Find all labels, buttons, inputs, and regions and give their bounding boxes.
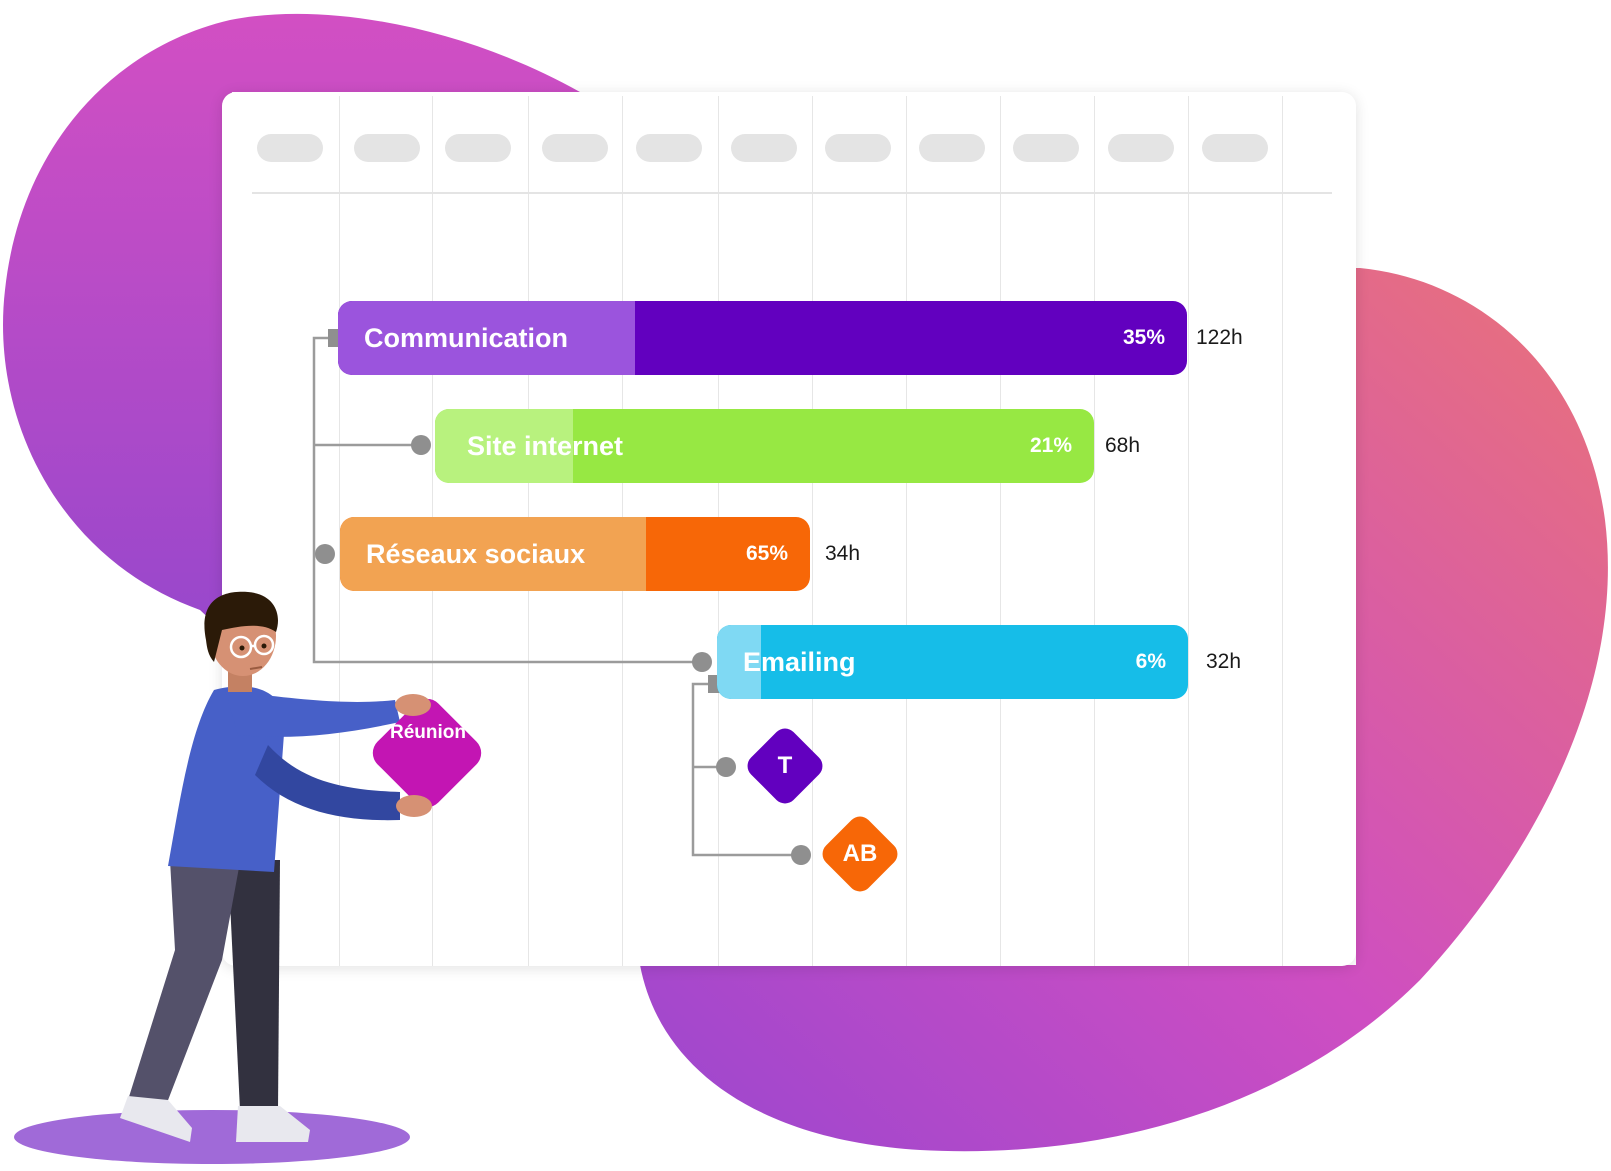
task-bar-reseaux-sociaux[interactable]: Réseaux sociaux 65% (340, 517, 810, 591)
eye (261, 643, 267, 649)
shoe-back (236, 1106, 310, 1142)
leg-front (128, 860, 240, 1108)
task-progress-label: 21% (1029, 434, 1072, 457)
task-progress-fill (340, 517, 646, 591)
column-header-placeholder (731, 134, 797, 162)
task-label: Emailing (743, 647, 856, 677)
column-header-placeholder (257, 134, 323, 162)
task-hours: 34h (825, 542, 861, 565)
shoe-front (120, 1096, 192, 1142)
floor-shadow (14, 1110, 410, 1164)
task-progress-fill (435, 409, 573, 483)
column-header-placeholder (825, 134, 891, 162)
task-hours: 68h (1105, 434, 1141, 457)
hand (396, 795, 432, 817)
grid-line (906, 96, 907, 966)
arm-back (255, 745, 400, 821)
task-progress-label: 6% (1135, 650, 1166, 673)
grid-line (1282, 96, 1283, 966)
task-label: Site internet (467, 431, 624, 461)
blob-left (3, 13, 581, 641)
arm-front (225, 690, 400, 737)
hand (395, 694, 431, 716)
column-header-placeholder (445, 134, 511, 162)
leg-back (228, 860, 280, 1110)
task-progress-label: 65% (745, 542, 788, 565)
column-header-placeholder (1108, 134, 1174, 162)
task-label: Communication (364, 323, 569, 353)
milestone-label: AB (842, 840, 878, 867)
column-header-placeholder (636, 134, 702, 162)
task-progress-fill (338, 301, 635, 375)
eye (239, 645, 245, 651)
column-header-placeholder (1202, 134, 1268, 162)
task-hours: 32h (1206, 650, 1242, 673)
task-bar-communication[interactable]: Communication 35% (338, 301, 1187, 375)
grid-line (1188, 96, 1189, 966)
task-hours: 122h (1196, 326, 1243, 349)
hair (204, 591, 278, 662)
column-header-placeholder (1013, 134, 1079, 162)
reunion-diamond (372, 698, 482, 808)
milestone-label: T (777, 752, 793, 779)
blob-right (640, 268, 1608, 1152)
grid-line (1094, 96, 1095, 966)
task-bar-emailing[interactable]: Emailing 6% (717, 625, 1188, 699)
column-header-placeholder (919, 134, 985, 162)
task-progress-fill (717, 625, 761, 699)
task-progress-label: 35% (1122, 326, 1165, 349)
header-divider (252, 192, 1332, 194)
grid-line (812, 96, 813, 966)
column-header-placeholder (542, 134, 608, 162)
reunion-label: Réunion (390, 722, 466, 743)
mouth (249, 666, 263, 670)
task-bar-site-internet[interactable]: Site internet 21% (435, 409, 1094, 483)
column-header-placeholder (354, 134, 420, 162)
grid-line (1000, 96, 1001, 966)
task-label: Réseaux sociaux (366, 539, 586, 569)
